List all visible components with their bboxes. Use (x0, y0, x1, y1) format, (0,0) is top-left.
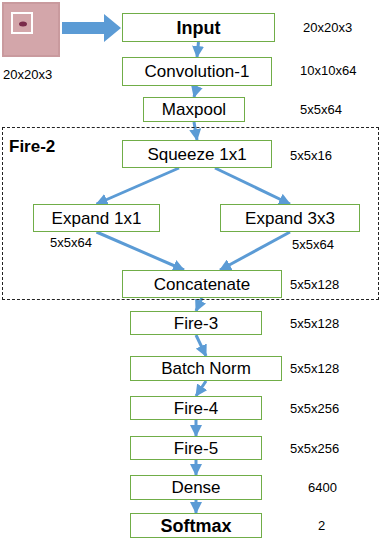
layer-box: Dense (130, 475, 262, 500)
layer-name: Expand 3x3 (245, 210, 335, 227)
layer-box: Maxpool (143, 97, 245, 122)
layer-box: Softmax (130, 513, 262, 538)
layer-box: Concatenate (122, 270, 282, 298)
input-thumbnail (0, 0, 130, 70)
input-arrow (62, 14, 121, 42)
layer-box: Fire-3 (130, 311, 262, 335)
layer-name: Input (177, 19, 221, 37)
flow-arrow (194, 122, 197, 140)
flow-arrow (195, 460, 198, 475)
dimension-label: 5x5x128 (290, 317, 339, 331)
dimension-label: 20x20x3 (303, 21, 352, 35)
flow-arrow (196, 335, 206, 356)
layer-name: Softmax (160, 517, 231, 535)
dimension-label: 5x5x16 (290, 149, 332, 163)
dimension-label: 5x5x128 (290, 278, 339, 292)
dimension-label: 2 (318, 519, 325, 533)
dimension-label: 5x5x64 (300, 103, 342, 117)
dimension-label: 5x5x64 (50, 236, 92, 250)
flow-arrow (197, 42, 199, 57)
dimension-label: 5x5x64 (292, 238, 334, 252)
layer-name: Maxpool (162, 101, 226, 118)
dimension-label: 6400 (308, 481, 337, 495)
cell-spot (19, 22, 27, 27)
dimension-label: 20x20x3 (3, 68, 52, 82)
layer-name: Concatenate (154, 276, 250, 293)
layer-box: Fire-5 (130, 436, 262, 460)
flow-arrow (195, 420, 198, 436)
flow-arrow (97, 168, 180, 204)
flow-arrow (215, 168, 290, 204)
dimension-label: 5x5x256 (290, 402, 339, 416)
layer-box: Input (122, 13, 275, 42)
layer-name: Fire-5 (174, 440, 218, 457)
layer-name: Dense (171, 479, 220, 496)
layer-name: Convolution-1 (145, 63, 250, 80)
dimension-label: 5x5x256 (290, 442, 339, 456)
image-tone (4, 4, 58, 55)
flow-arrow (97, 232, 185, 270)
layer-name: Fire-4 (174, 400, 218, 417)
layer-box: Fire-4 (130, 396, 262, 420)
flow-arrow (220, 232, 290, 270)
flow-arrow (196, 381, 206, 396)
dimension-label: 5x5x128 (290, 362, 339, 376)
dimension-label: 10x10x64 (300, 64, 356, 78)
sample-image (2, 2, 60, 57)
flow-arrow (194, 86, 197, 97)
layer-name: Batch Norm (161, 360, 251, 377)
flow-arrow (195, 500, 198, 513)
layer-name: Fire-3 (174, 315, 218, 332)
layer-box: Expand 3x3 (220, 204, 360, 232)
layer-name: Squeeze 1x1 (147, 146, 246, 163)
layer-box: Expand 1x1 (33, 204, 160, 232)
layer-box: Convolution-1 (122, 57, 272, 86)
layer-box: Squeeze 1x1 (122, 140, 272, 168)
layer-name: Expand 1x1 (52, 210, 142, 227)
group-heading: Fire-2 (9, 137, 55, 157)
crop-square (12, 13, 32, 33)
layer-box: Batch Norm (130, 356, 282, 381)
